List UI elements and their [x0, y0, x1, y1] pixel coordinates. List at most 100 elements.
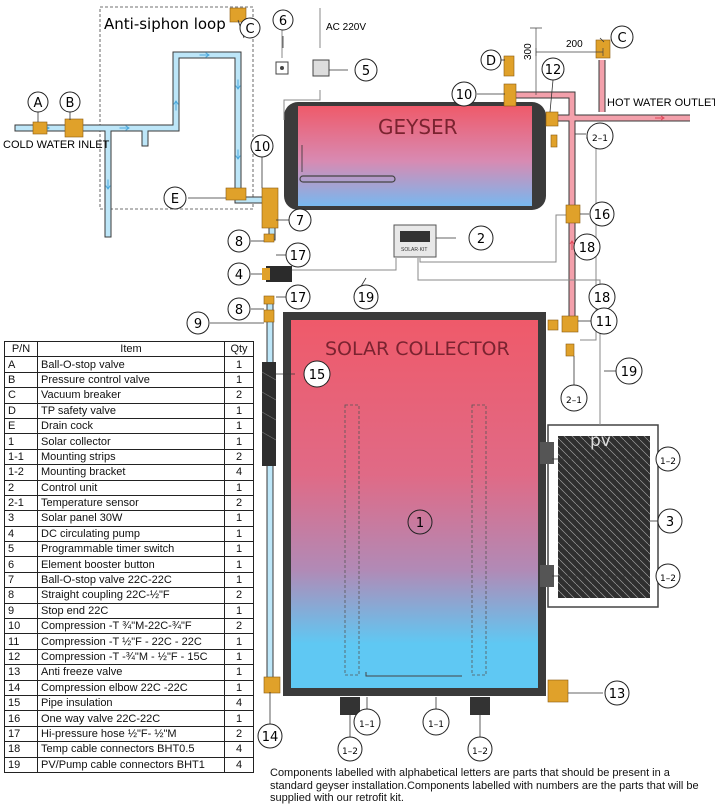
geyser: GEYSER: [284, 102, 546, 210]
item-cell: PV/Pump cable connectors BHT1: [37, 756, 225, 773]
item-cell: DC circulating pump: [37, 525, 225, 543]
col-header-item: Item: [37, 340, 225, 358]
pv-label: pv: [590, 431, 611, 451]
item-cell: Control unit: [37, 479, 225, 496]
qty-cell: 2: [224, 448, 254, 466]
qty-cell: 1: [224, 571, 254, 589]
callout-text: 4: [235, 268, 243, 283]
callout-text: 1–1: [428, 720, 444, 730]
callout-d: D: [480, 49, 502, 71]
part-number-cell: 7: [4, 571, 38, 589]
item-cell: Mounting strips: [37, 448, 225, 466]
callout-text: 16: [594, 208, 611, 223]
part-number-cell: 9: [4, 602, 38, 620]
solar-collector: SOLAR COLLECTOR: [283, 312, 546, 696]
qty-cell: 2: [224, 494, 254, 512]
callout-n11: 11: [590, 307, 618, 335]
item-cell: Pressure control valve: [37, 371, 225, 389]
footnote: Components labelled with alphabetical le…: [270, 767, 699, 804]
callout-n2-1a: 2–1: [586, 122, 614, 150]
callout-text: D: [486, 54, 496, 69]
callout-n18b: 18: [588, 283, 616, 311]
item-cell: Hi-pressure hose ½"F- ½"M: [37, 725, 225, 743]
item-cell: Stop end 22C: [37, 602, 225, 620]
part-number-cell: 12: [4, 648, 38, 666]
collector-label: SOLAR COLLECTOR: [325, 338, 510, 360]
callout-n18a: 18: [573, 233, 601, 261]
part-number-cell: 14: [4, 679, 38, 696]
qty-cell: 1: [224, 356, 254, 373]
control-unit-screen: SOLAR·KIT: [401, 247, 427, 253]
callout-text: 1–2: [660, 457, 676, 467]
part-number-cell: 4: [4, 525, 38, 543]
callout-text: 2: [477, 232, 485, 247]
part-number-cell: 5: [4, 541, 38, 558]
qty-cell: 4: [224, 694, 254, 712]
item-cell: Temperature sensor: [37, 494, 225, 512]
callout-n3: 3: [657, 508, 683, 534]
item-cell: Temp cable connectors BHT0.5: [37, 741, 225, 758]
qty-cell: 1: [224, 417, 254, 435]
callout-n13: 13: [604, 680, 630, 706]
callout-text: 3: [666, 515, 674, 530]
qty-cell: 1: [224, 371, 254, 389]
callout-n1-2b: 1–2: [655, 563, 681, 589]
callout-n19b: 19: [615, 357, 643, 385]
item-cell: Programmable timer switch: [37, 541, 225, 558]
item-cell: One way valve 22C-22C: [37, 710, 225, 727]
col-header-pn: P/N: [4, 340, 38, 358]
item-cell: Solar panel 30W: [37, 510, 225, 527]
callout-text: 17: [290, 291, 307, 306]
qty-cell: 1: [224, 648, 254, 666]
callout-text: 7: [296, 214, 304, 229]
callout-text: C: [617, 31, 626, 46]
callout-n10b: 10: [250, 134, 274, 158]
callout-n8b: 8: [227, 297, 251, 321]
callout-text: B: [66, 96, 75, 111]
callout-text: 1–2: [342, 747, 358, 757]
callout-n9: 9: [186, 311, 210, 335]
callout-text: 1–1: [359, 720, 375, 730]
col-header-qty: Qty: [224, 340, 254, 358]
dimension-lines: [530, 27, 604, 95]
callout-a: A: [27, 91, 49, 113]
callout-text: 2–1: [592, 134, 608, 144]
part-number-cell: B: [4, 371, 38, 389]
part-number-cell: 2-1: [4, 494, 38, 512]
callout-text: 10: [254, 140, 271, 155]
qty-cell: 1: [224, 510, 254, 527]
qty-cell: 2: [224, 387, 254, 404]
mounting-bracket-right: [470, 697, 490, 715]
part-number-cell: 6: [4, 556, 38, 573]
qty-cell: 2: [224, 725, 254, 743]
qty-cell: 1: [224, 525, 254, 543]
callout-text: 11: [596, 315, 613, 330]
qty-cell: 2: [224, 618, 254, 635]
item-cell: Vacuum breaker: [37, 387, 225, 404]
qty-cell: 4: [224, 756, 254, 773]
callout-n12: 12: [541, 57, 565, 81]
hot-water-pipes: [508, 60, 690, 320]
callout-text: 19: [621, 365, 638, 380]
dimension-200: 200: [566, 39, 583, 50]
callout-n1-1b: 1–1: [422, 708, 450, 736]
callout-n1: 1: [407, 509, 433, 535]
callout-text: 17: [290, 249, 307, 264]
callout-text: 12: [545, 63, 562, 78]
callout-text: 6: [279, 14, 287, 29]
callout-e: E: [163, 186, 187, 210]
item-cell: Drain cock: [37, 417, 225, 435]
part-number-cell: 1: [4, 433, 38, 450]
